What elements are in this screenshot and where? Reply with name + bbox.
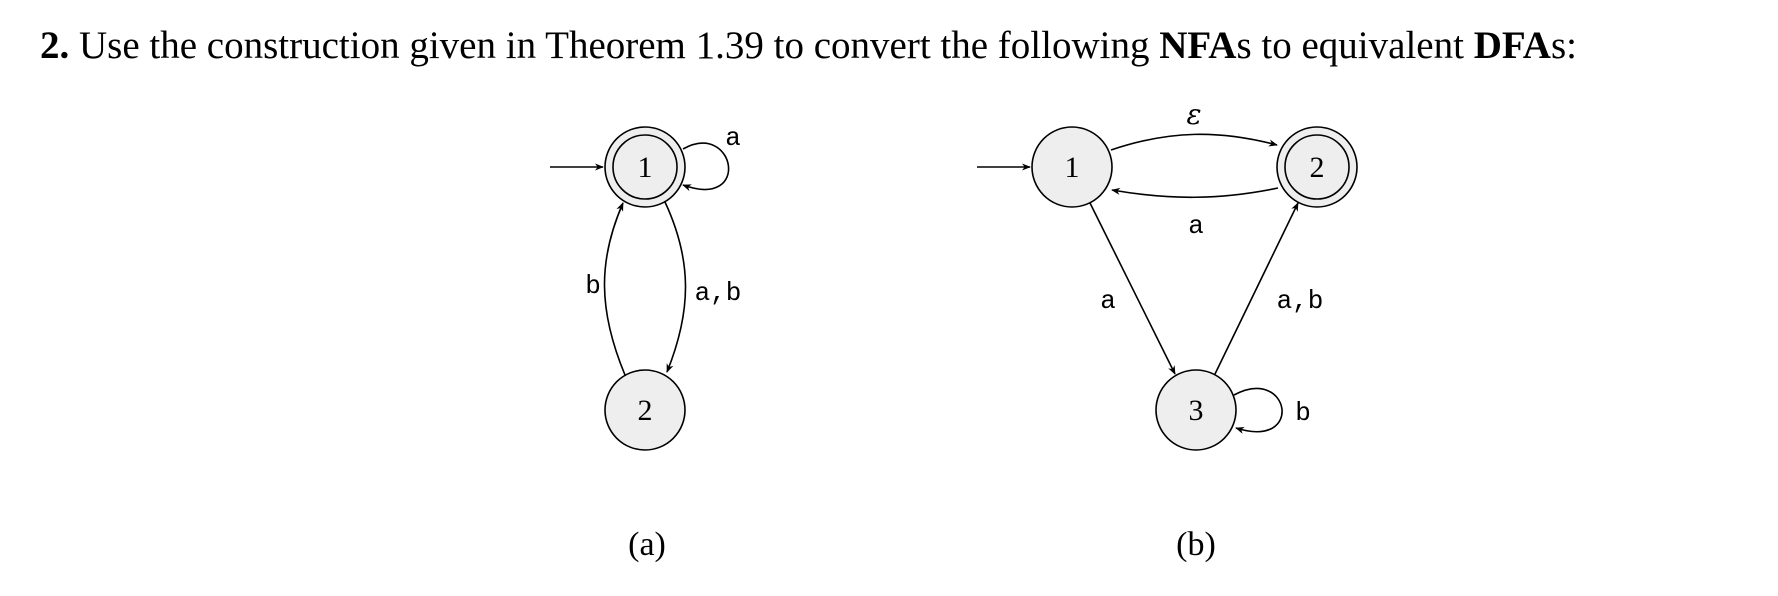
edge-a-1-1 (682, 142, 730, 192)
edge-a-2-1 (603, 202, 626, 376)
edge-b-3-2 (1214, 202, 1299, 375)
edge-b-2-1 (1111, 187, 1279, 199)
state-label: 1 (638, 151, 653, 184)
state-b-2: 2 (1276, 126, 1358, 208)
edge-label: a (1188, 211, 1204, 241)
nfa-term: NFA (1159, 24, 1237, 67)
state-a-2: 2 (604, 369, 686, 451)
caption-b: (b) (1176, 526, 1216, 563)
state-label: 2 (1310, 151, 1325, 184)
state-label: 3 (1189, 394, 1204, 427)
edge-a-1-2 (664, 201, 687, 373)
state-b-1: 1 (1031, 126, 1113, 208)
edge-label: b (1295, 398, 1311, 428)
problem-text-2: s to equivalent (1236, 24, 1474, 67)
problem-text-3: s: (1550, 24, 1577, 67)
problem-statement: 2. Use the construction given in Theorem… (40, 22, 1577, 70)
state-label: 2 (638, 394, 653, 427)
state-circle (604, 369, 686, 451)
problem-text: Use the construction given in Theorem 1.… (69, 24, 1160, 67)
edge-label: a,b (1277, 286, 1324, 316)
state-a-1: 1 (604, 126, 686, 208)
state-circle (1031, 126, 1113, 208)
diagram-a: 1 2 a a,b b (a) (550, 123, 741, 563)
diagram-b: 1 2 3 ε a a a,b b (b) (977, 98, 1358, 563)
edge-b-3-3 (1233, 387, 1283, 434)
edge-b-1-2 (1110, 133, 1278, 151)
edge-label: a,b (695, 278, 742, 308)
dfa-term: DFA (1473, 24, 1551, 67)
caption-a: (a) (628, 526, 666, 563)
state-b-3: 3 (1155, 369, 1237, 451)
state-circle (1155, 369, 1237, 451)
accept-ring (612, 134, 678, 200)
edge-label: b (585, 271, 601, 301)
edge-b-1-3 (1089, 202, 1176, 375)
state-circle (604, 126, 686, 208)
edge-label: a (1100, 286, 1116, 316)
problem-number: 2. (40, 24, 70, 67)
accept-ring (1284, 134, 1350, 200)
edge-label-epsilon: ε (1186, 98, 1201, 131)
edge-label: a (725, 123, 741, 153)
state-circle (1276, 126, 1358, 208)
state-label: 1 (1065, 151, 1080, 184)
